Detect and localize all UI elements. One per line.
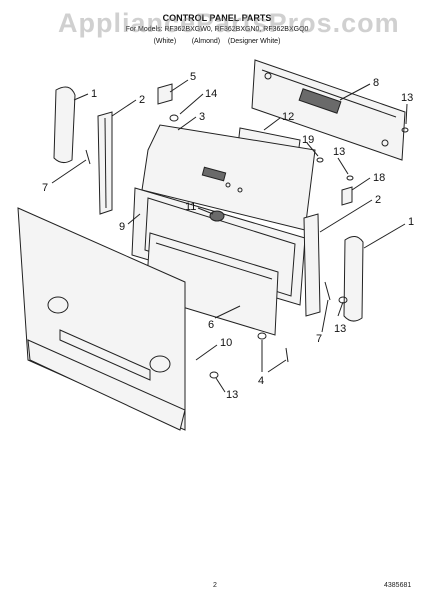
- callout-13c: 13: [334, 323, 346, 335]
- callout-6: 6: [208, 319, 214, 331]
- diagram-title: CONTROL PANEL PARTS: [162, 13, 272, 23]
- callout-12: 12: [282, 111, 294, 123]
- part-1-end-cap-right: [343, 236, 364, 322]
- callout-10: 10: [220, 337, 232, 349]
- model-numbers: For Models: RF362BXGW0, RF362BXGN0, RF36…: [125, 26, 309, 33]
- part-1-end-cap-left: [53, 86, 76, 164]
- callout-5: 5: [190, 71, 196, 83]
- watermark: AppliancePartsPros.com: [58, 8, 400, 38]
- callout-13a: 13: [401, 92, 413, 104]
- callout-numbers: 1 2 5 14 3 8 13 12 19 13 18 7 9 11 2 1 6…: [42, 71, 414, 401]
- hardware-parts: [85, 83, 409, 379]
- callout-7a: 7: [42, 182, 48, 194]
- part-2-bracket-left: [97, 111, 113, 215]
- leader-lines: [51, 79, 408, 393]
- page-number: 2: [213, 582, 217, 589]
- callout-13b: 13: [333, 146, 345, 158]
- callout-18: 18: [373, 172, 385, 184]
- part-8-rear-console: [251, 59, 406, 161]
- part-10-body-panel: [17, 207, 186, 431]
- callout-1b: 1: [408, 216, 414, 228]
- callout-11: 11: [185, 201, 196, 213]
- callout-14: 14: [205, 88, 217, 100]
- callout-19: 19: [302, 134, 314, 146]
- part-3-control-panel: [141, 124, 316, 231]
- callout-3: 3: [199, 111, 205, 123]
- callout-1a: 1: [91, 88, 97, 100]
- color-labels: (White) (Almond) (Designer White): [153, 38, 281, 45]
- callout-9: 9: [119, 221, 125, 233]
- part-number: 4385681: [384, 582, 412, 589]
- callout-8: 8: [373, 77, 379, 89]
- callout-2b: 2: [375, 194, 381, 206]
- callout-4: 4: [258, 375, 264, 387]
- callout-7b: 7: [316, 333, 322, 345]
- part-2-bracket-right: [303, 213, 321, 317]
- callout-2a: 2: [139, 94, 145, 106]
- callout-13d: 13: [226, 389, 238, 401]
